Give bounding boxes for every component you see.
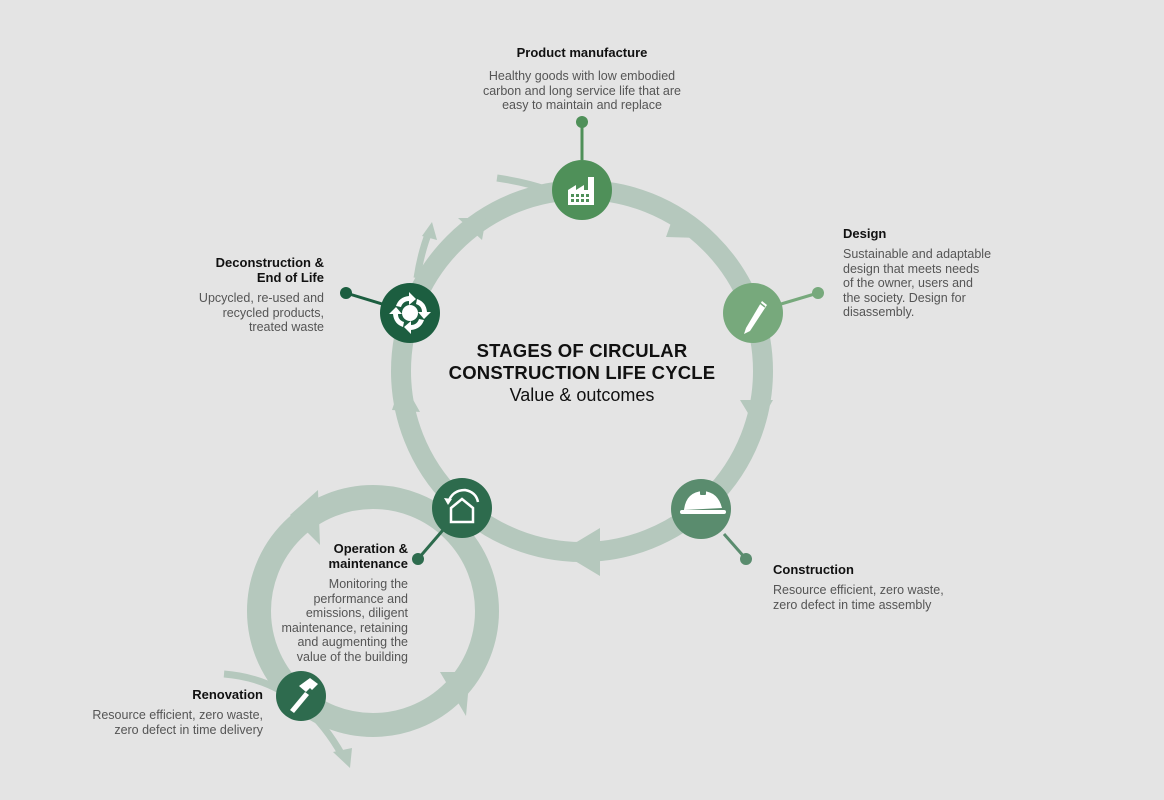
recycle-arrows-icon bbox=[389, 292, 431, 334]
renovation-exit-arrowhead bbox=[333, 748, 352, 768]
incoming-arrow-tail bbox=[496, 174, 550, 194]
center-subtitle: Value & outcomes bbox=[509, 385, 655, 405]
ring-arrowhead-3 bbox=[560, 528, 600, 576]
stage-title: Deconstruction & End of Life bbox=[215, 255, 324, 285]
small-ring-arrowhead-1 bbox=[290, 490, 320, 545]
stage-deconstruction: Deconstruction & End of Life Upcycled, r… bbox=[174, 255, 324, 335]
node-construction bbox=[671, 479, 731, 539]
stage-title: Operation & maintenance bbox=[328, 541, 408, 571]
stage-renovation: Renovation Resource efficient, zero wast… bbox=[73, 687, 263, 737]
stage-description: Sustainable and adaptable design that me… bbox=[843, 247, 992, 319]
outgoing-arrowhead bbox=[422, 222, 437, 240]
stage-description: Upcycled, re-used and recycled products,… bbox=[198, 291, 324, 334]
stage-operation-maintenance: Operation & maintenance Monitoring the p… bbox=[268, 541, 408, 664]
stage-description: Healthy goods with low embodied carbon a… bbox=[482, 69, 682, 112]
renovation-cycle-ring bbox=[247, 485, 499, 737]
center-title-line-2: CONSTRUCTION LIFE CYCLE bbox=[448, 362, 716, 383]
pencil-icon bbox=[744, 301, 767, 334]
ring-arrowhead-5 bbox=[458, 218, 486, 240]
stage-design: Design Sustainable and adaptable design … bbox=[843, 226, 1013, 320]
stage-description: Monitoring the performance and emissions… bbox=[281, 577, 408, 664]
stage-description: Resource efficient, zero waste, zero def… bbox=[773, 583, 944, 612]
stage-construction: Construction Resource efficient, zero wa… bbox=[773, 562, 973, 612]
diagram-center-title: STAGES OF CIRCULAR CONSTRUCTION LIFE CYC… bbox=[432, 340, 732, 406]
factory-icon bbox=[568, 177, 594, 205]
hard-hat-icon bbox=[680, 489, 726, 514]
stage-title: Product manufacture bbox=[516, 45, 648, 60]
node-product-manufacture bbox=[552, 160, 612, 220]
small-ring-arrowhead-2 bbox=[440, 672, 470, 716]
node-design bbox=[723, 283, 783, 343]
ring-arrowhead-1 bbox=[666, 209, 700, 238]
stage-product-manufacture: Product manufacture Healthy goods with l… bbox=[466, 45, 698, 113]
node-operation-maintenance bbox=[432, 478, 492, 538]
center-title-line-1: STAGES OF CIRCULAR bbox=[476, 340, 688, 361]
stage-title: Design bbox=[843, 226, 887, 241]
ring-arrowhead-4 bbox=[392, 380, 420, 412]
node-deconstruction bbox=[380, 283, 440, 343]
connectors bbox=[340, 116, 824, 565]
hammer-icon bbox=[290, 678, 318, 713]
node-renovation bbox=[276, 671, 326, 721]
stage-title: Construction bbox=[773, 562, 854, 577]
stage-title: Renovation bbox=[192, 687, 263, 702]
ring-arrowhead-2 bbox=[740, 400, 773, 428]
stage-description: Resource efficient, zero waste, zero def… bbox=[92, 708, 263, 737]
house-cycle-icon bbox=[444, 488, 480, 524]
